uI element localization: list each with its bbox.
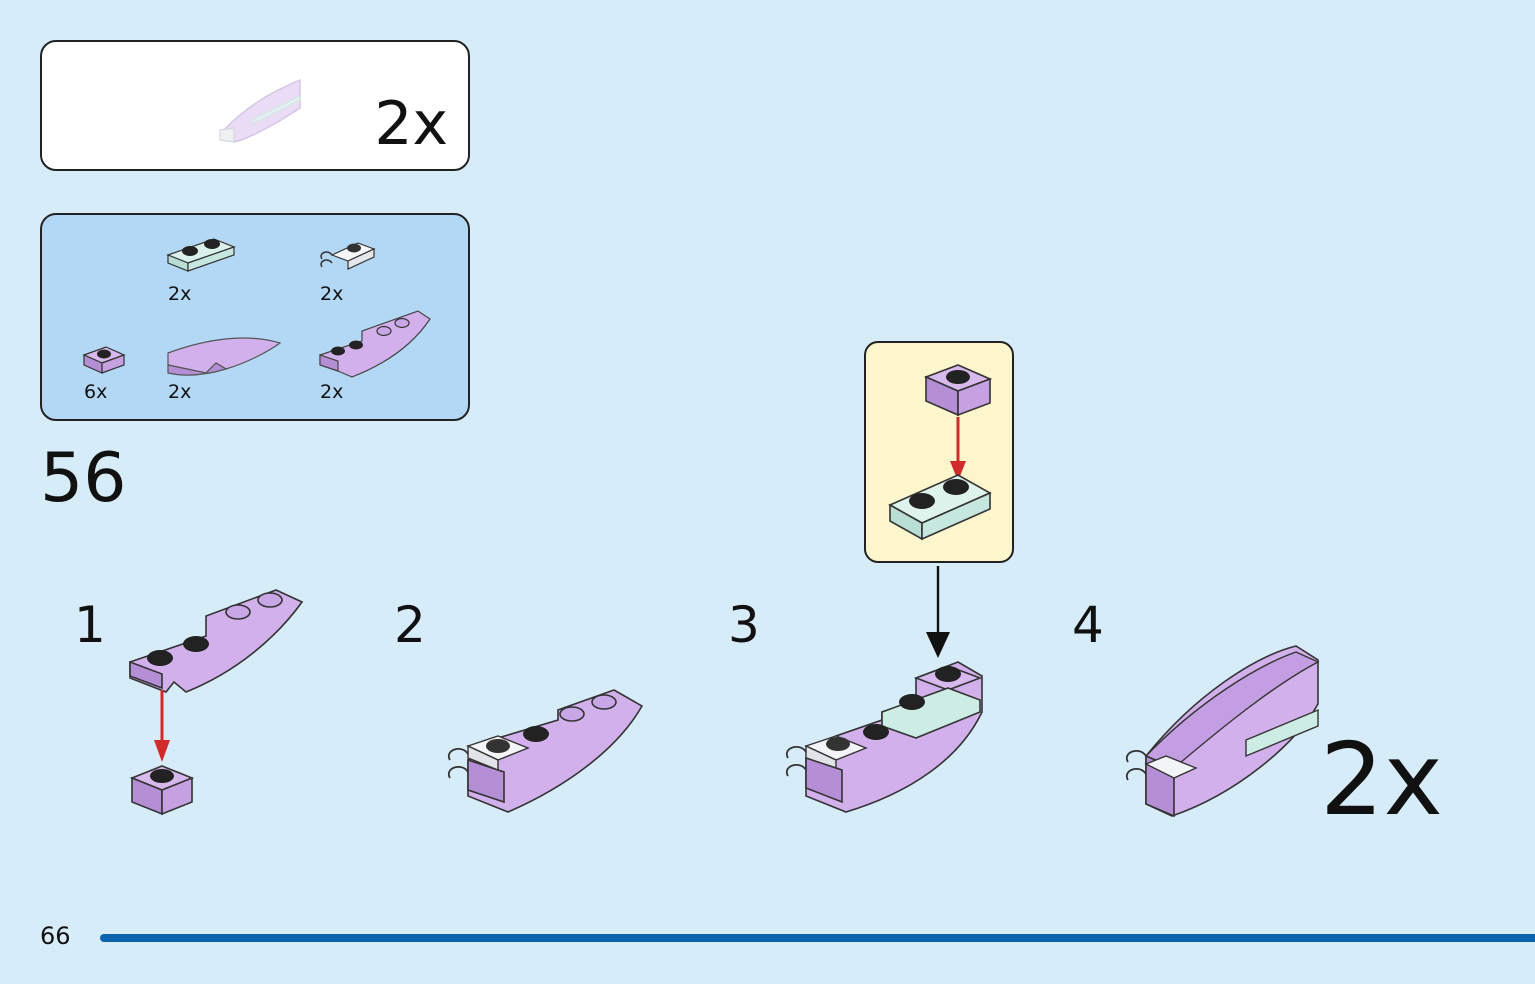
substep-label-4: 4 — [1072, 596, 1104, 654]
subassembly-panel: 2x — [40, 40, 470, 171]
subassembly-multiplier: 2x — [374, 89, 448, 159]
substep-3-illustration — [785, 566, 983, 813]
substep-4-illustration — [1125, 645, 1320, 818]
part-qty-curved-slope: 2x — [168, 381, 192, 403]
step-number: 56 — [40, 439, 127, 518]
subassembly-preview-icon — [219, 78, 301, 143]
curved-slope-studs-icon — [319, 310, 431, 378]
footer-bar — [100, 934, 1535, 942]
part-qty-curved-slope-studs: 2x — [320, 381, 344, 403]
lavender-1x1-icon — [82, 346, 126, 374]
callout-illustration — [888, 364, 993, 541]
substep-label-1: 1 — [74, 596, 106, 654]
part-qty-aqua-plate: 2x — [168, 283, 192, 305]
final-multiplier: 2x — [1320, 721, 1443, 838]
clip-plate-icon — [320, 242, 376, 270]
substep-2-illustration — [447, 689, 644, 813]
part-qty-lavender-1x1: 6x — [84, 381, 108, 403]
parts-list-panel: 2x 2x 6x 2x 2x — [40, 213, 470, 421]
callout-box — [864, 341, 1014, 563]
aqua-plate-icon — [166, 238, 236, 272]
substep-1-illustration — [129, 589, 304, 816]
curved-slope-icon — [167, 337, 282, 376]
part-qty-clip-plate: 2x — [320, 283, 344, 305]
substep-label-3: 3 — [728, 596, 760, 654]
page-number: 66 — [40, 922, 71, 950]
substep-label-2: 2 — [394, 596, 426, 654]
